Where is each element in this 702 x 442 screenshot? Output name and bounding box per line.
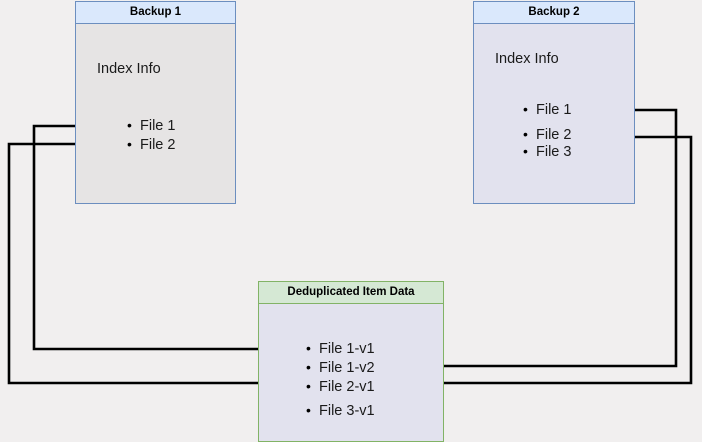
dedup-title: Deduplicated Item Data [259, 282, 443, 304]
connector-backup2-file2-to-file2v1 [391, 135, 693, 387]
backup2-file-item: File 2 [523, 126, 571, 143]
backup1-file-item: File 2 [127, 136, 175, 153]
dedup-item: File 3-v1 [306, 402, 375, 419]
dedup-item-list: File 1-v1 File 1-v2 File 2-v1 File 3-v1 [306, 340, 375, 419]
backup2-file-item: File 1 [523, 101, 571, 118]
backup1-caption: Index Info [97, 61, 161, 77]
backup1-box: Backup 1 [75, 1, 236, 204]
dedup-item: File 1-v1 [306, 340, 375, 357]
dedup-item: File 1-v2 [306, 359, 375, 376]
backup2-caption: Index Info [495, 51, 559, 67]
backup2-file-item: File 3 [523, 143, 571, 160]
backup2-file-list: File 1 File 2 File 3 [523, 101, 571, 160]
backup2-title: Backup 2 [474, 2, 634, 24]
backup1-file-item: File 1 [127, 117, 175, 134]
connector-backup1-file2-to-file2v1 [7, 142, 301, 387]
connector-backup2-file1-to-file1v2 [391, 108, 678, 370]
dedup-item: File 2-v1 [306, 378, 375, 395]
backup1-title: Backup 1 [76, 2, 235, 24]
backup1-file-list: File 1 File 2 [127, 117, 175, 153]
